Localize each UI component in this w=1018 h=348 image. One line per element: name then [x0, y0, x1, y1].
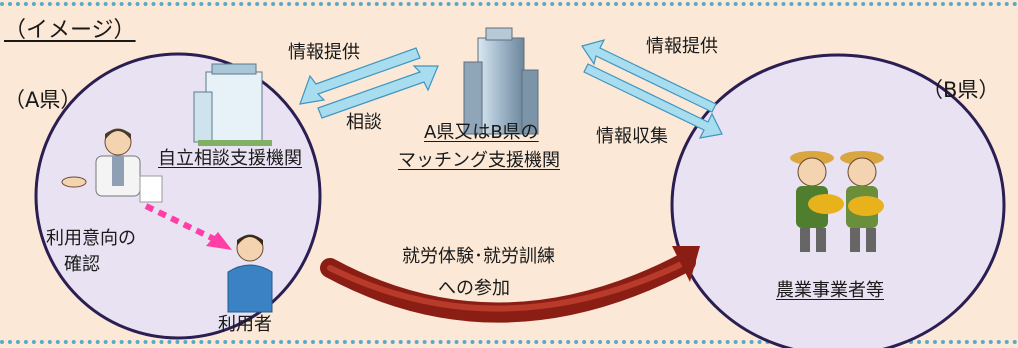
- matching-org-label-line2: マッチング支援機関: [398, 150, 560, 171]
- page-title: （イメージ）: [4, 18, 136, 43]
- matching-org-building-icon: [463, 27, 539, 135]
- info-provide-right-label: 情報提供: [646, 36, 718, 57]
- participation-label-line1: 就労体験･就労訓練: [402, 246, 555, 267]
- consultation-arrow: [299, 47, 421, 105]
- user-person-icon: [227, 234, 273, 313]
- info-collect-arrow: [583, 63, 723, 139]
- farmers-icon: [790, 151, 884, 252]
- staff-person-icon: [61, 128, 163, 203]
- info-provide-left-arrow: [317, 65, 439, 119]
- user-label: 利用者: [218, 314, 272, 335]
- info-provide-left-label: 情報提供: [288, 42, 360, 63]
- participation-label-line2: への参加: [438, 278, 510, 299]
- self-support-building-icon: [193, 63, 272, 146]
- participation-curved-arrow: [320, 246, 700, 323]
- self-support-org-label: 自立相談支援機関: [158, 148, 302, 169]
- intent-check-label-line1: 利用意向の: [46, 228, 136, 249]
- matching-org-label-line1: A県又はB県の: [424, 122, 539, 143]
- intent-check-dotted-arrow: [144, 203, 232, 250]
- top-dotted-border: [0, 2, 1018, 6]
- farm-operators-label: 農業事業者等: [776, 280, 884, 301]
- info-provide-right-arrow: [581, 39, 717, 113]
- consultation-label: 相談: [346, 112, 382, 133]
- region-a-label: （A県）: [4, 88, 82, 112]
- bottom-dotted-border: [0, 340, 1018, 344]
- region-b-label: （B県）: [922, 78, 1000, 102]
- info-collect-label: 情報収集: [596, 126, 668, 147]
- intent-check-label-line2: 確認: [64, 254, 100, 275]
